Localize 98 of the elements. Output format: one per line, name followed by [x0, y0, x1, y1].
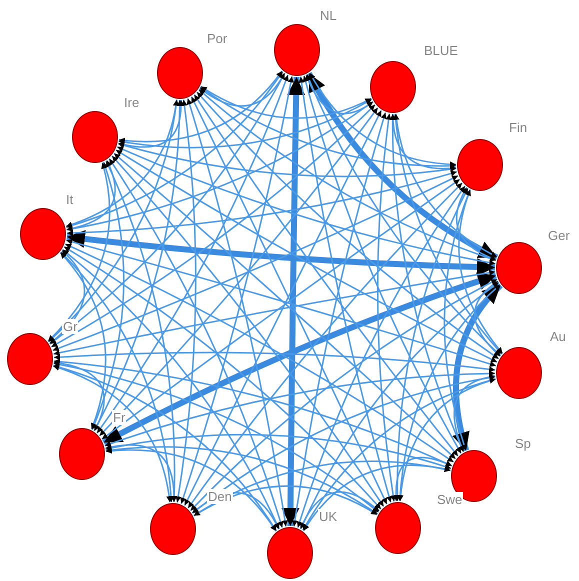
- arrow: [394, 114, 498, 258]
- node-label: Ire: [123, 95, 140, 110]
- arrow: [49, 250, 86, 344]
- arrow: [52, 365, 172, 502]
- arrow: [114, 152, 456, 460]
- arrow: [102, 272, 497, 446]
- arrow: [309, 72, 456, 168]
- node-label: Gr: [62, 319, 78, 334]
- arrow: [200, 86, 372, 119]
- arrow: [66, 170, 457, 236]
- node-label: Fin: [508, 120, 528, 135]
- node-label: Den: [207, 489, 233, 504]
- arrow: [193, 460, 451, 516]
- node-label: It: [65, 192, 74, 207]
- arrow: [199, 72, 286, 107]
- arrow: [175, 100, 196, 503]
- node-label: Por: [206, 31, 228, 46]
- arrow: [194, 94, 458, 456]
- node-label: Sp: [514, 436, 532, 451]
- arrow: [298, 76, 392, 502]
- node-label: BLUE: [423, 43, 459, 58]
- arrow: [302, 76, 462, 454]
- arrow: [444, 189, 471, 451]
- arrow: [118, 98, 372, 148]
- arrow: [118, 70, 283, 144]
- arrow: [54, 360, 105, 432]
- arrow: [66, 160, 116, 232]
- arrow: [192, 374, 496, 514]
- arrow: [456, 187, 496, 260]
- arrow: [66, 101, 374, 232]
- node-label: Ger: [547, 228, 571, 243]
- arrow: [48, 162, 110, 342]
- arrow: [296, 186, 466, 528]
- node-label: UK: [318, 509, 338, 524]
- arrow: [66, 71, 284, 228]
- arrow: [117, 146, 496, 266]
- arrow: [60, 251, 174, 502]
- arrow: [281, 76, 306, 526]
- arrow: [306, 74, 502, 356]
- arrow: [94, 100, 183, 432]
- arrow: [474, 280, 501, 357]
- arrow: [66, 230, 496, 276]
- arrow: [390, 114, 464, 452]
- node-label: Fr: [112, 410, 126, 425]
- arrow: [52, 175, 458, 352]
- arrow: [194, 485, 378, 516]
- arrow: [102, 178, 460, 440]
- arrow: [112, 156, 384, 507]
- arrow: [60, 252, 106, 430]
- arrow: [306, 74, 374, 114]
- arrow: [62, 249, 280, 530]
- arrow: [51, 104, 376, 348]
- node-label: Swe: [436, 492, 464, 507]
- arrow: [393, 456, 452, 502]
- arrow: [99, 107, 378, 436]
- arrow: [108, 158, 284, 528]
- arrow: [392, 114, 502, 355]
- arrow: [54, 352, 496, 372]
- arrow: [64, 246, 382, 510]
- arrow: [104, 370, 496, 447]
- arrow: [394, 188, 469, 501]
- arrow: [452, 283, 503, 452]
- arrow: [105, 434, 452, 470]
- arrow: [377, 114, 396, 502]
- arrow: [302, 378, 496, 531]
- arrow: [106, 446, 378, 515]
- arrow: [397, 284, 501, 502]
- arrow: [53, 270, 496, 356]
- arrow: [48, 100, 179, 342]
- node-label: NL: [319, 8, 338, 23]
- arrow: [300, 491, 380, 530]
- arrow: [116, 149, 498, 363]
- arrow: [306, 72, 498, 260]
- arrow: [66, 100, 179, 228]
- arrow: [118, 100, 184, 148]
- arrow: [66, 239, 496, 367]
- arrow: [64, 243, 454, 463]
- arrow: [196, 92, 500, 360]
- arrow: [186, 98, 288, 527]
- arrow: [180, 76, 294, 504]
- arrow: [188, 182, 463, 508]
- arrow: [190, 278, 498, 512]
- arrow: [198, 89, 496, 262]
- arrow: [200, 86, 456, 169]
- node-label: Au: [549, 329, 567, 344]
- arrow: [118, 142, 456, 178]
- arrow: [106, 160, 178, 502]
- arrow: [292, 112, 387, 527]
- arrow: [454, 374, 496, 452]
- arrow: [92, 162, 124, 430]
- arrow: [106, 448, 277, 532]
- arrow: [300, 282, 500, 530]
- arrow: [54, 358, 452, 466]
- arrow: [458, 189, 504, 354]
- arrow: [54, 362, 379, 513]
- arrow: [96, 74, 289, 434]
- arrow: [53, 364, 277, 532]
- arrow: [398, 378, 496, 502]
